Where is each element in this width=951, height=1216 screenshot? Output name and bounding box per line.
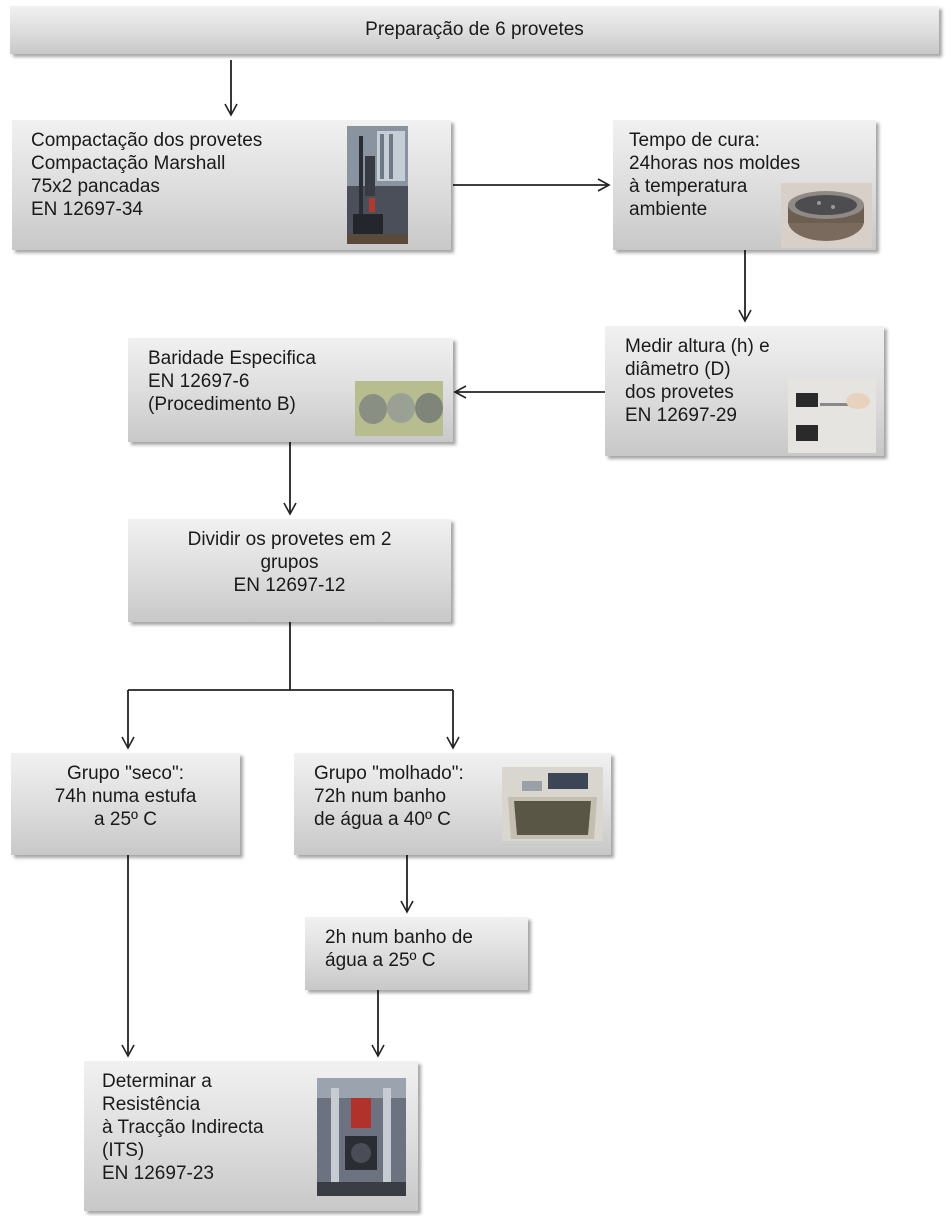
box-banho-25-text: 2h num banho de água a 25º C: [325, 927, 473, 971]
photo-measuring-specimens: [788, 379, 876, 453]
photo-its-press: [317, 1078, 406, 1196]
box-tempo-cura: Tempo de cura: 24horas nos moldes à temp…: [613, 120, 876, 250]
box-compactacao: Compactação dos provetes Compactação Mar…: [12, 120, 451, 250]
box-its: Determinar a Resistência à Tracção Indir…: [84, 1061, 418, 1211]
box-baridade: Baridade Especifica EN 12697-6 (Procedim…: [128, 338, 453, 442]
box-grupo-molhado: Grupo "molhado": 72h num banho de água a…: [294, 753, 611, 855]
box-preparacao-text: Preparação de 6 provetes: [365, 19, 584, 40]
photo-water-bath: [502, 767, 603, 841]
box-grupo-seco-text: Grupo "seco": 74h numa estufa a 25º C: [54, 763, 197, 830]
box-dividir-text: Dividir os provetes em 2 grupos EN 12697…: [187, 529, 392, 596]
box-compactacao-text: Compactação dos provetes Compactação Mar…: [31, 130, 263, 220]
photo-specimens: [355, 381, 443, 436]
photo-marshall-compactor: [347, 126, 408, 244]
box-banho-25: 2h num banho de água a 25º C: [305, 917, 528, 990]
box-tempo-cura-text: Tempo de cura: 24horas nos moldes à temp…: [629, 130, 801, 220]
box-medir: Medir altura (h) e diâmetro (D) dos prov…: [605, 326, 884, 456]
box-preparacao: Preparação de 6 provetes: [10, 6, 939, 54]
box-medir-text: Medir altura (h) e diâmetro (D) dos prov…: [625, 336, 770, 426]
box-dividir: Dividir os provetes em 2 grupos EN 12697…: [128, 519, 451, 622]
box-grupo-seco: Grupo "seco": 74h numa estufa a 25º C: [11, 753, 240, 855]
box-baridade-text: Baridade Especifica EN 12697-6 (Procedim…: [148, 348, 316, 415]
photo-curing-mold: [781, 183, 872, 248]
box-its-text: Determinar a Resistência à Tracção Indir…: [102, 1071, 264, 1184]
box-grupo-molhado-text: Grupo "molhado": 72h num banho de água a…: [314, 763, 464, 830]
